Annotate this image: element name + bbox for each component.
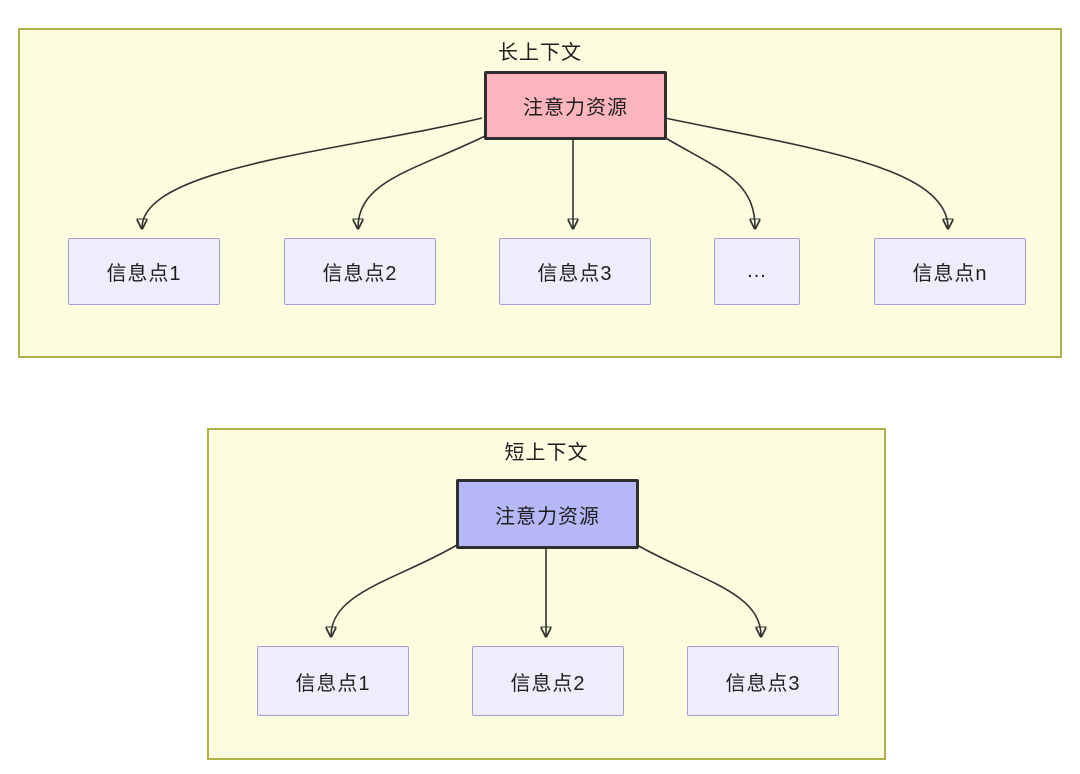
arrow-connector [142,117,483,228]
arrow-connector [331,544,458,636]
info-node: 信息点2 [472,646,624,716]
attention-label: 注意力资源 [495,505,600,528]
info-node-ellipsis: ... [714,238,800,305]
info-node-label: 信息点1 [106,263,182,285]
info-node: 信息点3 [499,238,651,305]
attention-box-short: 注意力资源 [456,479,639,549]
arrow-connector [636,544,761,636]
info-node-label: 信息点2 [510,672,586,695]
info-node-label: 信息点1 [295,672,371,695]
long-context-container: 长上下文 注意力资源 信息点1 信息点2 信息点3 ... [18,28,1062,358]
short-context-container: 短上下文 注意力资源 信息点1 信息点2 信息点3 [207,428,886,760]
attention-box-long: 注意力资源 [484,71,667,140]
long-context-title: 长上下文 [498,42,582,64]
arrow-connector [664,117,948,228]
arrow-connector [661,135,755,228]
info-node-label: 信息点2 [322,263,398,285]
short-context-title: 短上下文 [504,442,589,464]
info-node: 信息点2 [284,238,436,305]
info-node-label: ... [747,260,767,282]
info-node: 信息点n [874,238,1026,305]
attention-label: 注意力资源 [523,97,628,119]
info-node-label: 信息点3 [725,672,801,695]
arrow-connector [358,135,486,228]
info-node-label: 信息点n [912,263,988,285]
info-node: 信息点1 [68,238,220,305]
info-node-label: 信息点3 [537,263,613,285]
info-node: 信息点1 [257,646,409,716]
info-node: 信息点3 [687,646,839,716]
